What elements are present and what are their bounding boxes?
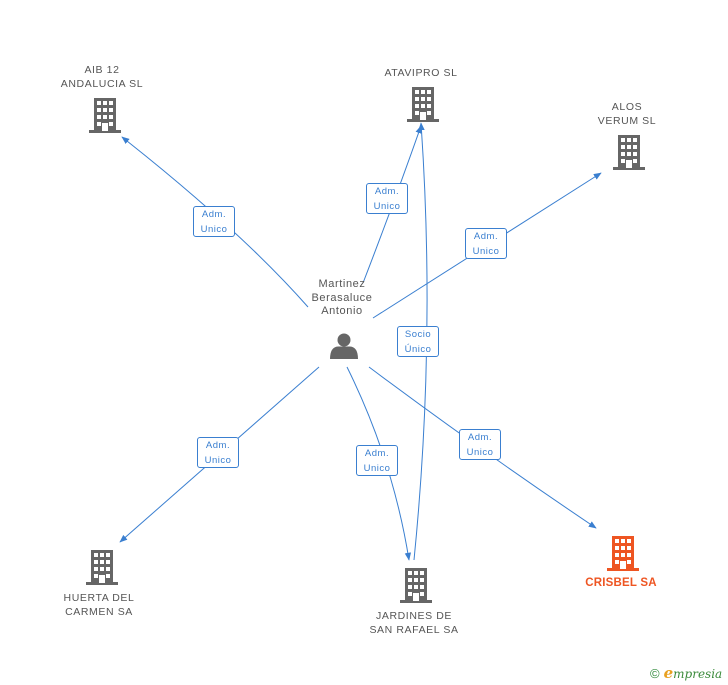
company-label-atavipro[interactable]: ATAVIPRO SL [384,67,458,79]
brand-logo: empresia [664,664,723,682]
company-label-jardines[interactable]: JARDINES DE SAN RAFAEL SA [369,610,459,636]
company-label-huerta[interactable]: HUERTA DEL CARMEN SA [63,592,135,618]
footer-brand: © empresia [650,664,722,682]
relation-qualifier: Unico [204,455,232,466]
building-icon-jardines[interactable] [400,568,432,603]
copyright-symbol: © [650,665,660,681]
relation-role: Adm. [201,209,227,220]
relation-box-socio: Socio Único [397,326,439,357]
relation-qualifier: Único [404,344,432,355]
relation-role: Socio [404,329,432,340]
relation-role: Adm. [205,440,231,451]
building-icon-alos[interactable] [613,135,645,170]
person-label[interactable]: Martinez Berasaluce Antonio [311,278,373,317]
relation-qualifier: Unico [466,447,494,458]
relation-qualifier: Unico [373,201,401,212]
relation-box-jardines: Adm. Unico [356,445,398,476]
person-icon[interactable] [330,333,358,360]
relation-role: Adm. [364,448,390,459]
brand-name: mpresia [673,667,723,681]
relation-role: Adm. [467,432,493,443]
relation-qualifier: Unico [472,246,500,257]
relation-role: Adm. [374,186,400,197]
building-icon-aib12[interactable] [89,98,121,133]
relation-box-crisbel: Adm. Unico [459,429,501,460]
relation-box-aib12: Adm. Unico [193,206,235,237]
building-icon-crisbel[interactable] [607,536,639,571]
relation-box-huerta: Adm. Unico [197,437,239,468]
relation-box-alos: Adm. Unico [465,228,507,259]
relation-role: Adm. [473,231,499,242]
company-label-alos[interactable]: ALOS VERUM SL [597,101,657,127]
brand-initial: e [663,664,674,682]
building-icon-huerta[interactable] [86,550,118,585]
building-icon-atavipro[interactable] [407,87,439,122]
company-label-crisbel[interactable]: CRISBEL SA [585,577,657,589]
company-label-aib12[interactable]: AIB 12 ANDALUCIA SL [60,64,144,90]
relation-qualifier: Unico [363,463,391,474]
relation-box-atavipro: Adm. Unico [366,183,408,214]
relation-qualifier: Unico [200,224,228,235]
